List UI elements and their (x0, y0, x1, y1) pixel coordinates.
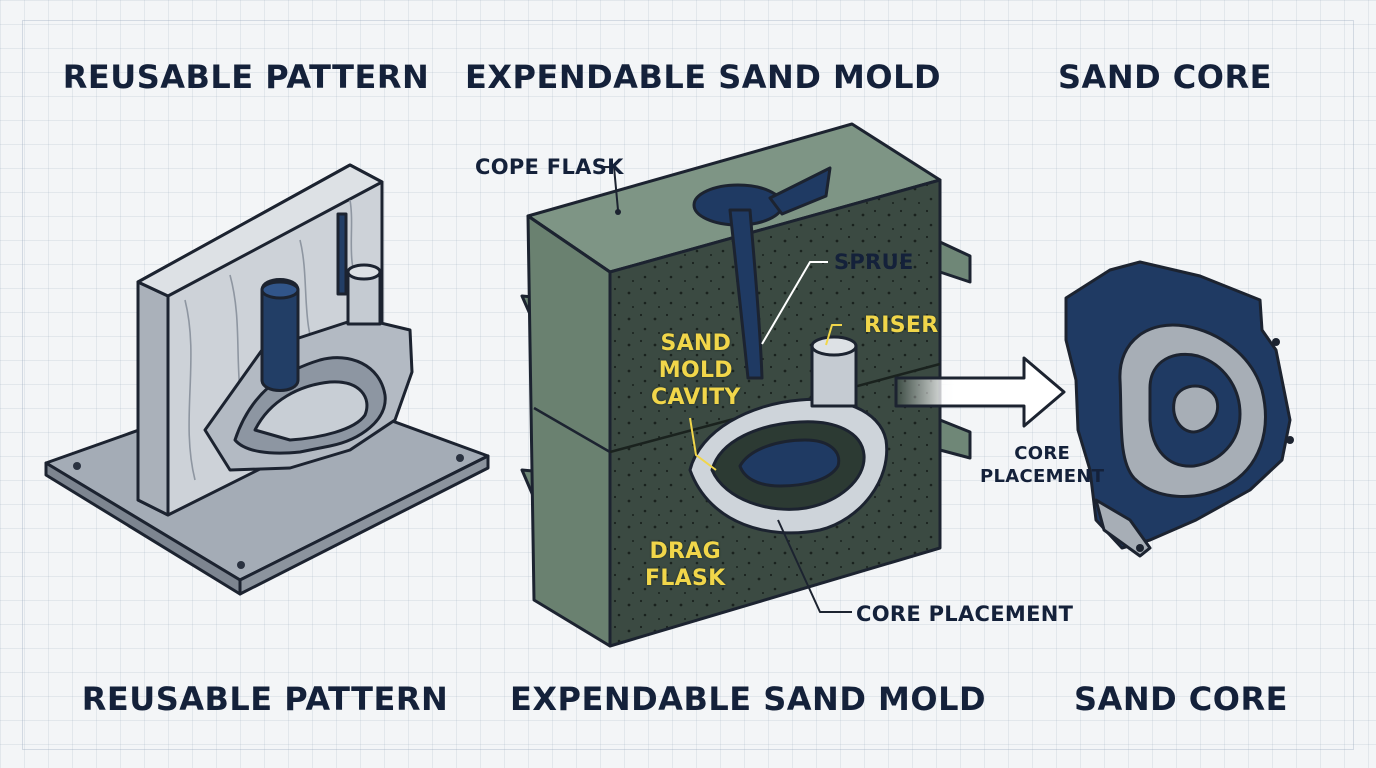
pattern-sprue (260, 278, 300, 392)
core-placement-arrow (894, 356, 1066, 428)
outer-frame (22, 20, 1354, 750)
title-top-pattern: REUSABLE PATTERN (62, 58, 430, 96)
sprue-channel (728, 208, 764, 380)
title-top-core: SAND CORE (1058, 58, 1272, 96)
label-core-placement: CORE PLACEMENT (856, 602, 1074, 626)
pattern-illustration (44, 163, 490, 596)
core-illustration (1064, 260, 1294, 558)
label-sand-mold-cavity: SAND MOLD CAVITY (651, 331, 741, 410)
label-riser: RISER (864, 313, 939, 338)
flask-left-face (526, 214, 612, 648)
title-bottom-mold: EXPENDABLE SAND MOLD (509, 680, 987, 718)
mold-illustration (520, 122, 972, 648)
label-sprue: SPRUE (834, 250, 914, 274)
label-drag-flask: DRAG FLASK (645, 539, 726, 591)
title-bottom-pattern: REUSABLE PATTERN (81, 680, 449, 718)
title-top-mold: EXPENDABLE SAND MOLD (464, 58, 942, 96)
label-cope-flask: COPE FLASK (475, 155, 624, 179)
title-bottom-core: SAND CORE (1074, 680, 1288, 718)
label-core-placement-arrow: CORE PLACEMENT (980, 443, 1105, 487)
